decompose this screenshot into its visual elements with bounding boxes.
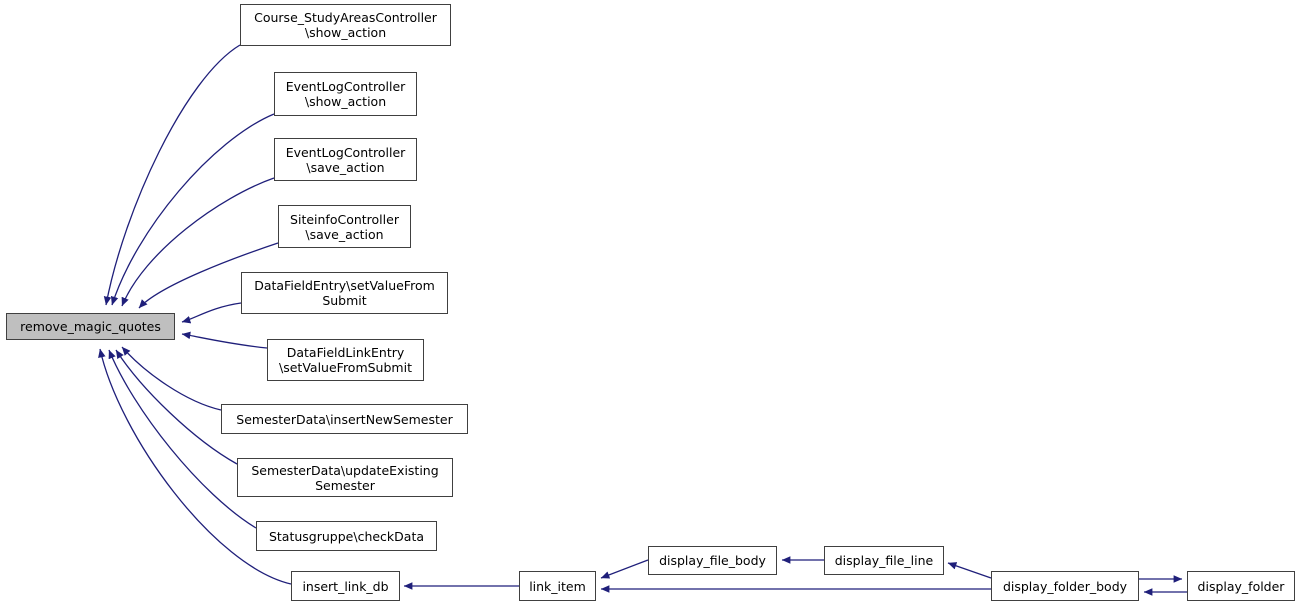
node-label: Statusgruppe\checkData bbox=[268, 528, 425, 544]
node-datafieldlinkentry-setvaluefromsubmit[interactable]: DataFieldLinkEntry \setValueFromSubmit bbox=[267, 339, 424, 381]
edge-course-studyareas bbox=[103, 44, 241, 306]
node-semesterdata-updateexistingsemester[interactable]: SemesterData\updateExisting Semester bbox=[237, 458, 453, 497]
edge-datafieldlink bbox=[181, 331, 268, 349]
node-label: EventLogController \show_action bbox=[285, 79, 406, 109]
node-siteinfocontroller-save-action[interactable]: SiteinfoController \save_action bbox=[278, 205, 411, 248]
edge-datafieldentry bbox=[181, 302, 242, 324]
node-label: SemesterData\insertNewSemester bbox=[236, 411, 453, 427]
edge-displayfolderbody-displayfileline bbox=[947, 562, 992, 579]
node-label: display_file_line bbox=[834, 553, 934, 568]
node-link-item[interactable]: link_item bbox=[519, 571, 596, 601]
node-label: display_folder bbox=[1197, 578, 1285, 594]
node-label: remove_magic_quotes bbox=[20, 319, 161, 334]
node-label: display_file_body bbox=[659, 553, 766, 568]
edge-insertnewsemester bbox=[121, 346, 222, 411]
node-display-folder-body[interactable]: display_folder_body bbox=[991, 571, 1139, 601]
node-label: SiteinfoController \save_action bbox=[290, 211, 399, 242]
edge-statusgruppe bbox=[108, 349, 257, 529]
node-remove-magic-quotes[interactable]: remove_magic_quotes bbox=[6, 313, 175, 340]
edge-updateexisting bbox=[115, 349, 238, 465]
node-eventlogcontroller-show-action[interactable]: EventLogController \show_action bbox=[274, 72, 417, 116]
node-label: link_item bbox=[529, 578, 586, 594]
node-label: DataFieldLinkEntry \setValueFromSubmit bbox=[279, 345, 412, 375]
node-label: SemesterData\updateExisting Semester bbox=[251, 462, 439, 493]
node-display-folder[interactable]: display_folder bbox=[1187, 571, 1295, 601]
node-display-file-line[interactable]: display_file_line bbox=[824, 546, 944, 575]
node-label: insert_link_db bbox=[302, 578, 389, 594]
node-label: Course_StudyAreasController \show_action bbox=[254, 10, 437, 40]
node-statusgruppe-checkdata[interactable]: Statusgruppe\checkData bbox=[256, 521, 437, 551]
node-semesterdata-insertnewsemester[interactable]: SemesterData\insertNewSemester bbox=[221, 404, 468, 434]
node-datafieldentry-setvaluefromsubmit[interactable]: DataFieldEntry\setValueFrom Submit bbox=[241, 272, 448, 314]
node-label: display_folder_body bbox=[1002, 578, 1128, 594]
node-insert-link-db[interactable]: insert_link_db bbox=[291, 571, 400, 601]
node-display-file-body[interactable]: display_file_body bbox=[648, 546, 777, 575]
node-label: EventLogController \save_action bbox=[285, 144, 406, 175]
node-eventlogcontroller-save-action[interactable]: EventLogController \save_action bbox=[274, 138, 417, 181]
node-course-studyareascontroller-show-action[interactable]: Course_StudyAreasController \show_action bbox=[240, 4, 451, 46]
edge-displayfilebody-linkitem bbox=[600, 559, 649, 579]
node-label: DataFieldEntry\setValueFrom Submit bbox=[254, 278, 435, 308]
